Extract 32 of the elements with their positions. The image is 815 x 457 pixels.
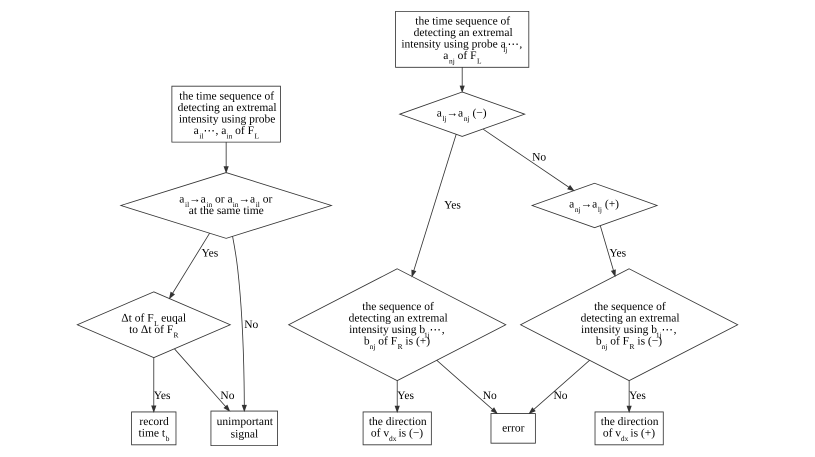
arrow [151,357,156,413]
arrow [394,380,400,414]
edge-label: Yes [397,390,414,402]
node-box: unimportant signal [210,410,278,446]
arrow [482,128,575,192]
edge-label: No [482,390,497,402]
arrow [626,380,632,414]
arrow [460,67,465,94]
arrow [168,232,210,300]
edge-label: No [220,390,234,402]
node-box: the direction of v$_{dx}$ is (+) [594,412,664,446]
edge-label: Yes [444,200,461,212]
arrow [174,348,230,412]
edge-label: Yes [609,248,626,260]
arrow [528,360,590,414]
arrow [232,236,247,412]
edge-label: Yes [201,248,218,260]
node-diamond: a$_{il}$→a$_{in}$ or a$_{in}$→a$_{il}$ or at the same time [120,172,333,239]
edge-label: Yes [154,390,171,402]
node-box: the time sequence of detecting an extremal intensity using probe a$_{lj}$⋯, a$_{nj}$ of F$_{L}$ [395,10,530,68]
node-box: error [490,413,536,444]
arrow [411,134,457,278]
arrow [224,142,229,174]
node-box: the time sequence of detecting an extremal intensity using probe a$_{il}$⋯, a$_{in}$ of F$_{L}$ [171,86,281,143]
edge-label: No [244,318,258,331]
node-box: record time t$_{b}$ [131,412,176,446]
node-box: the direction of v$_{dx}$ is (−) [362,412,432,446]
arrow [600,225,616,278]
node-diamond: a$_{lj}$→a$_{nj}$ (−) [398,92,526,137]
edge-label: No [553,390,568,402]
edge-label: No [532,151,546,164]
arrow [436,360,498,414]
